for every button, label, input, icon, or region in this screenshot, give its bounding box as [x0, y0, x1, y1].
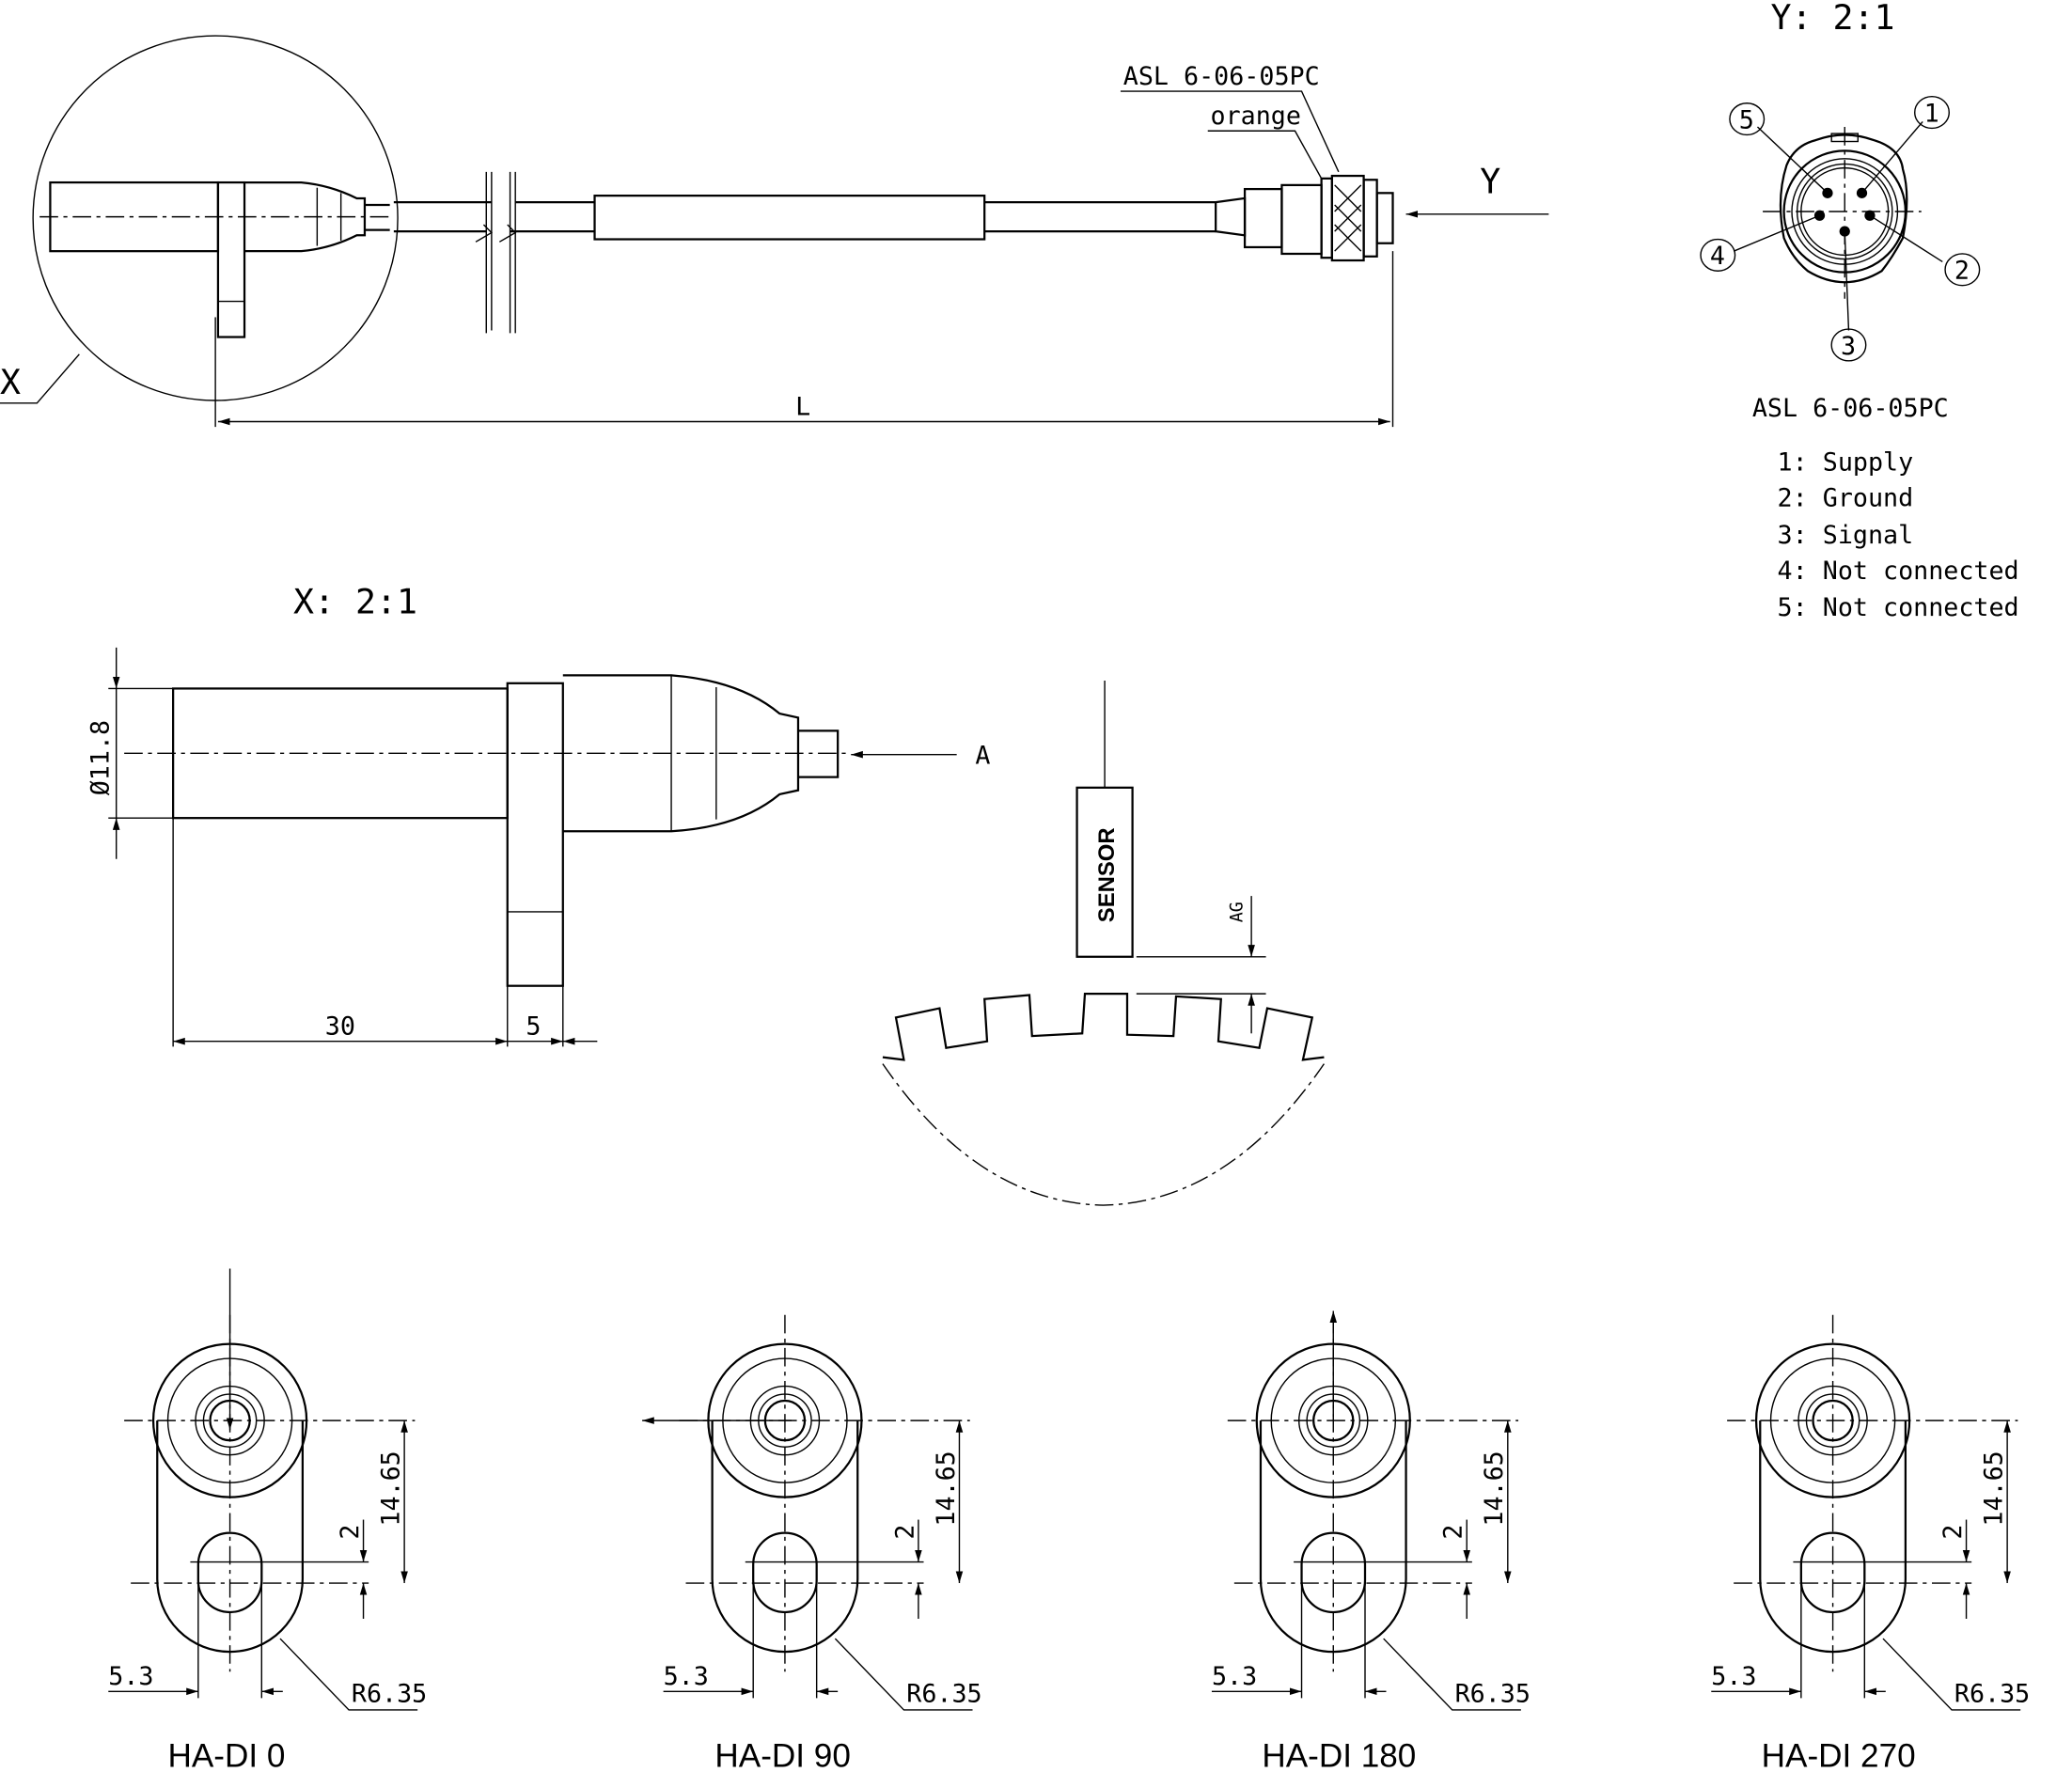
- pinout-item: 3: Signal: [1778, 521, 1914, 550]
- mounting-variants: 14.65 2 5.3 R6.35 HA-DI 0 14.65: [108, 1268, 2030, 1774]
- variant-0: 14.65 2 5.3 R6.35 HA-DI 0: [108, 1268, 427, 1774]
- offset-dimension: 2: [336, 1525, 365, 1540]
- variant-3: 14.65 2 5.3 R6.35 HA-DI 270: [1711, 1314, 2030, 1774]
- radius-dimension: R6.35: [906, 1680, 981, 1709]
- pin-number: 2: [1954, 257, 1970, 286]
- offset-dimension: 2: [1939, 1525, 1968, 1540]
- pin-number: 1: [1924, 99, 1939, 128]
- height-dimension: 14.65: [932, 1451, 961, 1526]
- connector-label: ASL 6-06-05PC: [1123, 62, 1320, 91]
- view-marker-y: Y: [1480, 161, 1500, 201]
- detail-scale-title: X: 2:1: [293, 581, 417, 621]
- radius-dimension: R6.35: [1455, 1680, 1530, 1709]
- air-gap-label: AG: [1227, 902, 1247, 922]
- length-5-label: 5: [526, 1012, 541, 1042]
- height-dimension: 14.65: [1480, 1451, 1509, 1526]
- variant-name: HA-DI 90: [714, 1737, 850, 1774]
- offset-dimension: 2: [1439, 1525, 1468, 1540]
- height-dimension: 14.65: [1980, 1451, 2009, 1526]
- color-label: orange: [1211, 102, 1301, 131]
- pin-number: 3: [1841, 332, 1856, 361]
- arrow-label-a: A: [975, 742, 990, 771]
- slot-width-dimension: 5.3: [1212, 1662, 1257, 1691]
- detail-marker-x: X: [0, 362, 21, 402]
- variant-1: 14.65 2 5.3 R6.35 HA-DI 90: [642, 1314, 982, 1774]
- offset-dimension: 2: [890, 1525, 919, 1540]
- length-30-label: 30: [325, 1012, 355, 1042]
- diameter-label: Ø11.8: [86, 720, 115, 795]
- connector-part-number: ASL 6-06-05PC: [1752, 394, 1949, 423]
- pinout-list: 1: Supply 2: Ground 3: Signal 4: Not con…: [1778, 448, 2019, 623]
- variant-name: HA-DI 180: [1262, 1737, 1416, 1774]
- variant-2: 14.65 2 5.3 R6.35 HA-DI 180: [1212, 1310, 1530, 1774]
- pin-number: 4: [1710, 242, 1725, 271]
- sensor-detail-view: X: 2:1 A Ø11.8 30 5: [86, 581, 990, 1047]
- sensor-label: SENSOR: [1094, 827, 1120, 922]
- slot-width-dimension: 5.3: [1711, 1662, 1756, 1691]
- sensor-block: [1075, 786, 1134, 958]
- radius-dimension: R6.35: [1954, 1680, 2030, 1709]
- connector-scale-title: Y: 2:1: [1771, 0, 1895, 38]
- pinout-item: 1: Supply: [1778, 448, 1914, 478]
- pinout-item: 5: Not connected: [1778, 593, 2019, 622]
- air-gap-diagram: SENSOR AG: [882, 680, 1326, 1206]
- variant-name: HA-DI 270: [1762, 1737, 1916, 1774]
- height-dimension: 14.65: [376, 1451, 405, 1526]
- variant-name: HA-DI 0: [168, 1737, 286, 1774]
- slot-width-dimension: 5.3: [108, 1662, 153, 1691]
- pin-callouts: 1 2 3 4 5: [1700, 96, 1981, 362]
- connector-face-view: Y: 2:1 1 2 3 4 5 ASL 6-06-05PC 1: Supply…: [1700, 0, 2019, 623]
- pinout-item: 2: Ground: [1778, 483, 1914, 512]
- cable-assembly-view: X L Y ASL 6-06-05PC orange: [0, 35, 1549, 428]
- pin-number: 5: [1739, 105, 1754, 134]
- radius-dimension: R6.35: [352, 1680, 427, 1709]
- pinout-item: 4: Not connected: [1778, 557, 2019, 586]
- slot-width-dimension: 5.3: [664, 1662, 709, 1691]
- gear-teeth: [882, 992, 1325, 1061]
- length-label: L: [795, 392, 810, 421]
